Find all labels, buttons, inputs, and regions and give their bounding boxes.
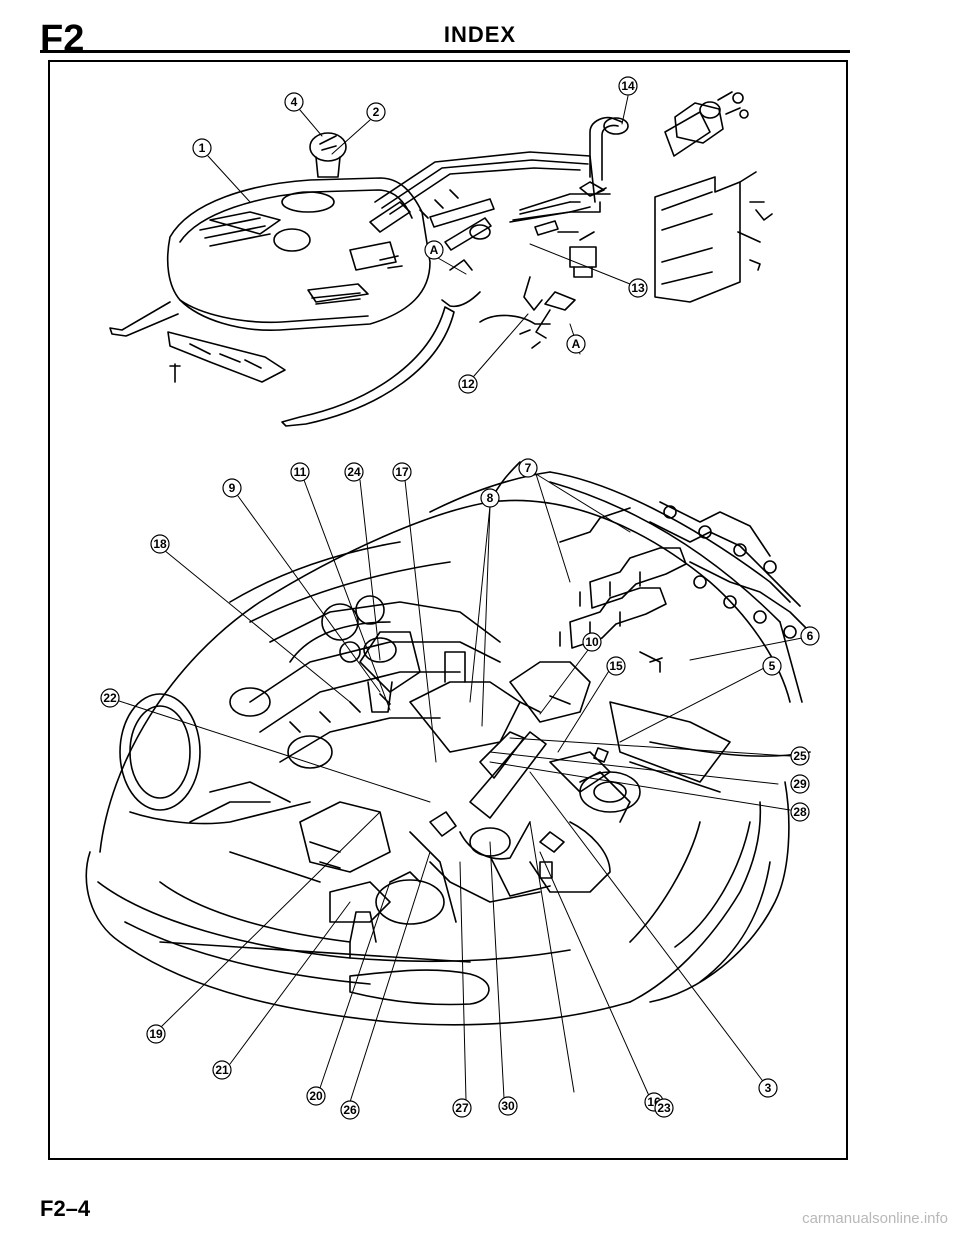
callout-24: 24 <box>344 462 364 482</box>
callout-17: 17 <box>392 462 412 482</box>
callout-3-label: 3 <box>765 1081 772 1095</box>
callout-20-label: 20 <box>309 1089 323 1103</box>
callout-23-label: 23 <box>657 1101 671 1115</box>
callout-12-label: 12 <box>461 377 475 391</box>
fuel-tank-drawing <box>109 91 773 427</box>
callout-27: 27 <box>452 1098 472 1118</box>
illustration-frame: 1 2 3 4 5 6 7 8 9 10 11 12 13 14 15 16 1… <box>48 60 848 1160</box>
callout-25-label: 25 <box>793 749 807 763</box>
callout-25: 25 <box>790 746 810 766</box>
callout-ref-a-1: A <box>424 240 444 260</box>
callout-18-label: 18 <box>153 537 167 551</box>
callout-21: 21 <box>212 1060 232 1080</box>
callout-27-label: 27 <box>455 1101 469 1115</box>
callout-4: 4 <box>284 92 304 112</box>
section-code: F2 <box>40 18 85 60</box>
callout-4-label: 4 <box>291 95 298 109</box>
callout-13-label: 13 <box>631 281 645 295</box>
callout-9: 9 <box>222 478 242 498</box>
callout-6-label: 6 <box>807 629 814 643</box>
callout-5-label: 5 <box>769 659 776 673</box>
callout-29: 29 <box>790 774 810 794</box>
callout-18: 18 <box>150 534 170 554</box>
page-number: F2–4 <box>40 1196 91 1221</box>
header-rule <box>40 50 850 53</box>
callout-19: 19 <box>146 1024 166 1044</box>
callout-26: 26 <box>340 1100 360 1120</box>
callout-9-label: 9 <box>229 481 236 495</box>
callout-15: 15 <box>606 656 626 676</box>
callout-2-label: 2 <box>373 105 380 119</box>
callout-14-label: 14 <box>621 79 635 93</box>
callout-1-label: 1 <box>199 141 206 155</box>
callout-24-label: 24 <box>347 465 361 479</box>
callout-15-label: 15 <box>609 659 623 673</box>
callout-28-label: 28 <box>793 805 807 819</box>
callout-5: 5 <box>762 656 782 676</box>
callout-2: 2 <box>366 102 386 122</box>
callout-22-label: 22 <box>103 691 117 705</box>
callout-12: 12 <box>458 374 478 394</box>
callout-19-label: 19 <box>149 1027 163 1041</box>
callout-30: 30 <box>498 1096 518 1116</box>
callout-17-label: 17 <box>395 465 409 479</box>
callout-3: 3 <box>758 1078 778 1098</box>
callout-6: 6 <box>800 626 820 646</box>
leader-lines <box>115 95 803 1103</box>
callout-14: 14 <box>618 76 638 96</box>
callout-10: 10 <box>582 632 602 652</box>
callout-11: 11 <box>290 462 310 482</box>
page-title: INDEX <box>443 22 517 47</box>
callout-ref-a-2: A <box>566 334 586 354</box>
watermark: carmanualsonline.info <box>802 1210 948 1227</box>
callout-30-label: 30 <box>501 1099 515 1113</box>
callout-8: 8 <box>480 488 500 508</box>
exploded-view-illustration: 1 2 3 4 5 6 7 8 9 10 11 12 13 14 15 16 1… <box>85 76 820 1120</box>
callout-8-label: 8 <box>487 491 494 505</box>
callout-1: 1 <box>192 138 212 158</box>
callout-13: 13 <box>628 278 648 298</box>
callout-ref-a-1-label: A <box>430 243 439 257</box>
callout-21-label: 21 <box>215 1063 229 1077</box>
callout-ref-a-2-label: A <box>572 337 581 351</box>
callout-7-label: 7 <box>525 461 532 475</box>
callout-10-label: 10 <box>585 635 599 649</box>
callout-11-label: 11 <box>294 465 307 479</box>
callout-20: 20 <box>306 1086 326 1106</box>
callout-22: 22 <box>100 688 120 708</box>
callout-7: 7 <box>518 458 538 478</box>
callout-26-label: 26 <box>343 1103 357 1117</box>
callout-29-label: 29 <box>793 777 807 791</box>
engine-bay-drawing <box>85 461 811 1026</box>
callout-28: 28 <box>790 802 810 822</box>
callout-23: 23 <box>654 1098 674 1118</box>
